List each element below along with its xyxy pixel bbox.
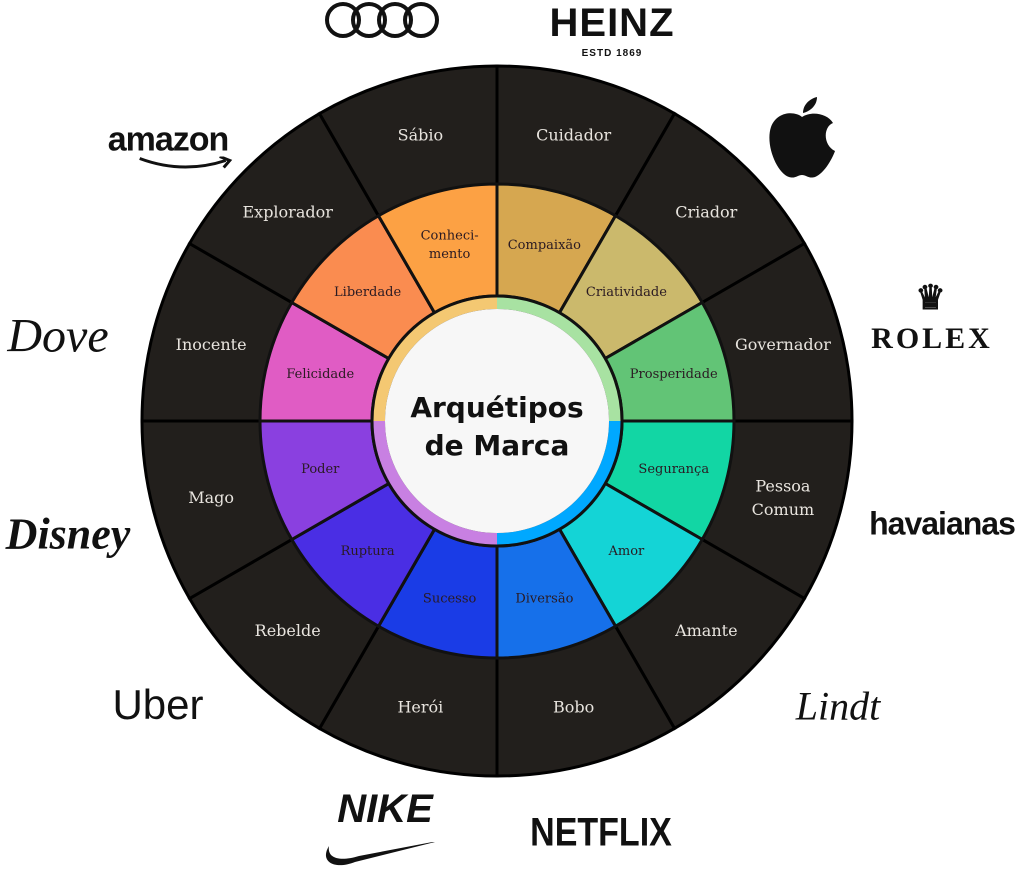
nike-text: NIKE xyxy=(337,787,433,831)
value-label: Ruptura xyxy=(341,544,395,559)
amazon-smile-icon xyxy=(139,156,233,169)
audi-logo xyxy=(323,0,441,44)
value-label: Diversão xyxy=(515,591,573,606)
archetype-label: Pessoa xyxy=(755,477,811,496)
center-title-line: de Marca xyxy=(425,429,570,462)
value-label: Compaixão xyxy=(508,238,581,253)
value-label: Segurança xyxy=(638,462,709,477)
center-title-line: Arquétipos xyxy=(410,391,583,424)
archetype-label: Herói xyxy=(397,698,443,717)
value-label: Conheci- xyxy=(421,228,479,243)
nike-swoosh-icon xyxy=(325,840,443,866)
archetype-label: Rebelde xyxy=(255,621,321,640)
archetype-label: Inocente xyxy=(176,335,247,354)
dove-logo: Dove xyxy=(7,309,109,363)
heinz-text: HEINZ xyxy=(549,1,675,45)
value-label: Prosperidade xyxy=(630,367,718,382)
value-label: Poder xyxy=(301,462,340,477)
disney-logo: Disney xyxy=(5,509,131,559)
heinz-logo: HEINZ ESTD 1869 xyxy=(550,0,675,61)
center-ring-segment xyxy=(372,421,497,546)
archetype-label: Criador xyxy=(675,202,737,221)
rolex-logo: ♛ ROLEX xyxy=(871,278,993,358)
archetype-label: Sábio xyxy=(398,126,444,145)
amazon-text: amazon xyxy=(107,120,230,159)
value-label: mento xyxy=(429,247,471,262)
center-ring-segment xyxy=(497,421,622,546)
lindt-logo: Lindt xyxy=(795,683,881,729)
center-ring-segment xyxy=(497,296,622,421)
audi-rings-icon xyxy=(325,2,439,38)
value-label: Criatividade xyxy=(586,285,667,300)
nike-logo: NIKE xyxy=(325,786,445,878)
archetype-label: Amante xyxy=(674,621,737,640)
uber-logo: Uber xyxy=(112,681,204,728)
crown-icon: ♛ xyxy=(915,280,949,317)
netflix-logo: NETFLIX xyxy=(530,810,672,855)
archetype-label: Bobo xyxy=(553,698,594,717)
archetype-label: Mago xyxy=(188,488,234,507)
amazon-logo: amazon xyxy=(107,120,233,169)
center-ring-segment xyxy=(372,296,497,421)
archetype-label: Governador xyxy=(735,335,831,354)
value-label: Sucesso xyxy=(423,591,477,606)
center-circle xyxy=(385,309,609,533)
apple-icon xyxy=(769,97,835,178)
value-label: Felicidade xyxy=(286,367,354,382)
archetype-label: Explorador xyxy=(242,202,333,221)
apple-logo xyxy=(767,97,837,183)
value-label: Amor xyxy=(608,544,646,559)
heinz-subtext: ESTD 1869 xyxy=(581,48,643,59)
value-label: Liberdade xyxy=(334,285,401,300)
archetype-label: Cuidador xyxy=(536,126,611,145)
rolex-text: ROLEX xyxy=(871,322,993,355)
archetype-label: Comum xyxy=(752,500,815,519)
havaianas-logo: havaianas xyxy=(869,505,1016,542)
center-ring-border xyxy=(370,294,624,548)
